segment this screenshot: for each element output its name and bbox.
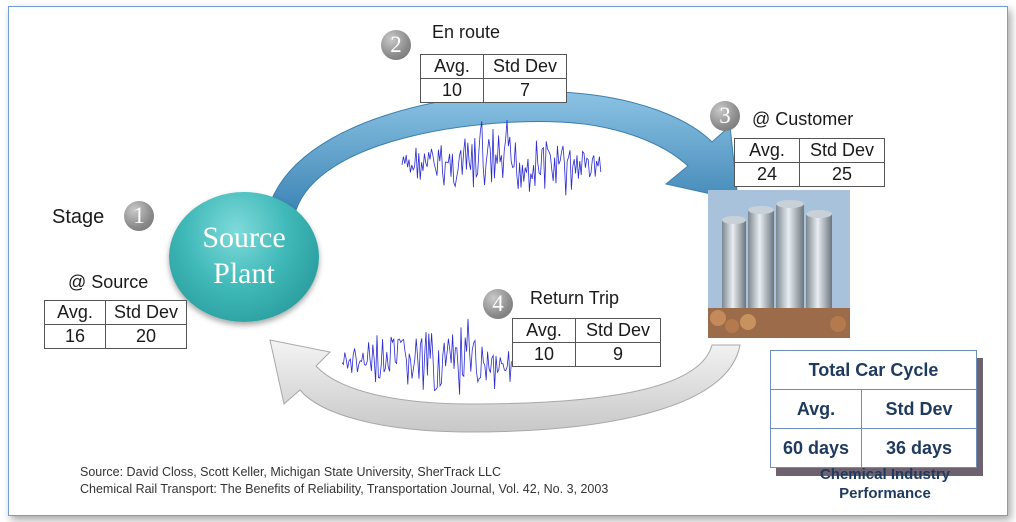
std-header: Std Dev: [483, 54, 567, 79]
performance-caption: Chemical Industry Performance: [790, 465, 980, 503]
stage-1-location: @ Source: [68, 272, 149, 292]
avg-header: Avg.: [512, 318, 576, 343]
stage-2-location: En route: [432, 22, 501, 42]
avg-header: Avg.: [44, 300, 106, 325]
avg-header: Avg.: [420, 54, 484, 79]
stage-3-avg: 24: [734, 162, 800, 187]
total-avg-header: Avg.: [770, 389, 862, 429]
performance-caption-line2: Performance: [839, 485, 931, 502]
source-plant-bubble: [169, 192, 319, 322]
source-plant-label: Source Plant: [169, 220, 319, 292]
total-std: 36 days: [861, 428, 977, 468]
stage-1-avg: 16: [44, 324, 106, 349]
source-plant-line1: Source: [202, 221, 286, 254]
total-avg: 60 days: [770, 428, 862, 468]
stage-2-badge: 2: [381, 30, 411, 60]
std-header: Std Dev: [105, 300, 187, 325]
performance-caption-line1: Chemical Industry: [819, 466, 951, 483]
avg-header: Avg.: [734, 138, 800, 163]
stage-2-avg: 10: [420, 78, 484, 103]
source-plant-line2: Plant: [213, 257, 275, 290]
stage-4-location: Return Trip: [530, 288, 620, 308]
variability-trace-line: [401, 119, 602, 196]
stage-1-std: 20: [105, 324, 187, 349]
citation-line-2: Chemical Rail Transport: The Benefits of…: [80, 482, 609, 496]
variability-trace-line: [341, 318, 512, 395]
citation-line-1: Source: David Closs, Scott Keller, Michi…: [80, 465, 501, 479]
stage-3-std: 25: [799, 162, 885, 187]
stage-4-std: 9: [575, 342, 661, 367]
stage-3-location: @ Customer: [752, 109, 854, 129]
std-header: Std Dev: [575, 318, 661, 343]
stage-2-std: 7: [483, 78, 567, 103]
stage-1-badge: 1: [124, 201, 154, 231]
total-std-header: Std Dev: [861, 389, 977, 429]
total-title: Total Car Cycle: [770, 350, 977, 390]
stage-4-badge: 4: [483, 289, 513, 319]
tanks-illustration: [708, 190, 850, 338]
en-route-variability-trace: [401, 119, 602, 196]
stage-label: Stage: [52, 206, 105, 228]
en-route-arrow: [267, 91, 739, 211]
chemical-storage-tanks-photo: [708, 190, 850, 338]
return-trip-variability-trace: [341, 318, 512, 395]
stage-3-badge: 3: [710, 101, 740, 131]
stage-4-avg: 10: [512, 342, 576, 367]
return-trip-arrow: [269, 339, 741, 433]
std-header: Std Dev: [799, 138, 885, 163]
